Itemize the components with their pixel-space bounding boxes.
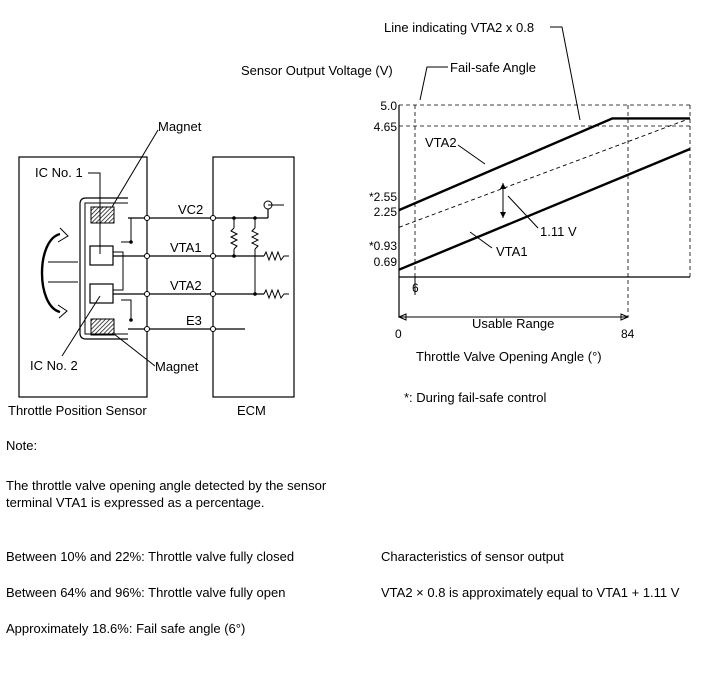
magnet-bottom-label: Magnet (155, 359, 199, 374)
series-line-vta1 (398, 147, 691, 271)
y-tick-label: 5.0 (380, 99, 397, 113)
chart-footnote: *: During fail-safe control (404, 390, 546, 405)
ic1-label: IC No. 1 (35, 165, 83, 180)
y-tick-label: 2.25 (374, 205, 398, 219)
e3-label: E3 (186, 313, 202, 328)
annotation-vta2-line: Line indicating VTA2 x 0.8 (384, 20, 534, 35)
annotation-failsafe: Fail-safe Angle (450, 60, 536, 75)
ic2-chip (89, 283, 114, 304)
sensor-box (18, 156, 148, 398)
annotation-usable-range: Usable Range (472, 316, 554, 331)
sensor-housing (79, 197, 128, 340)
x-tick-label: 84 (621, 327, 635, 341)
ecm-box (212, 156, 295, 398)
note-item: Approximately 18.6%: Fail safe angle (6°… (6, 621, 246, 636)
magnet-top-label: Magnet (158, 119, 202, 134)
rotation-arrow-icon (40, 232, 61, 314)
y-tick-label: *0.93 (369, 239, 397, 253)
magnet-bottom-block (90, 318, 115, 336)
vta2-label: VTA2 (170, 278, 202, 293)
characteristics-heading: Characteristics of sensor output (381, 549, 564, 564)
y-tick-label: *2.55 (369, 190, 397, 204)
note-item: Between 10% and 22%: Throttle valve full… (6, 549, 295, 564)
vta1-label: VTA1 (170, 240, 202, 255)
circuit-diagram: IC No. 1 IC No. 2 Magnet Magnet VC2 VTA1… (8, 119, 295, 418)
note-item: Between 64% and 96%: Throttle valve full… (6, 585, 286, 600)
sensor-output-chart: Sensor Output Voltage (V) Throttle Valve… (241, 20, 691, 405)
magnet-top-block (90, 206, 115, 224)
note-heading: Note: (6, 438, 38, 453)
x-tick-label: 0 (395, 327, 402, 341)
series-label-vta1: VTA1 (496, 244, 528, 259)
x-tick-label: 6 (412, 281, 419, 295)
annotation-offset: 1.11 V (540, 224, 577, 239)
y-tick-label: 4.65 (374, 120, 398, 134)
ecm-label: ECM (237, 403, 266, 418)
y-tick-labels: 5.0 4.65 *2.55 2.25 *0.93 0.69 (369, 99, 397, 269)
sensor-label: Throttle Position Sensor (8, 403, 147, 418)
series-line-vta2 (398, 117, 690, 212)
chart-ylabel: Sensor Output Voltage (V) (241, 63, 393, 78)
chart-xlabel: Throttle Valve Opening Angle (°) (416, 349, 602, 364)
vc2-node-ecm (210, 215, 216, 221)
characteristics-text: VTA2 × 0.8 is approximately equal to VTA… (381, 585, 680, 600)
series-line-vta2-x0-8 (398, 117, 691, 228)
x-tick-labels: 0 6 84 (395, 281, 635, 341)
ic2-label: IC No. 2 (30, 358, 78, 373)
vc2-label: VC2 (178, 202, 203, 217)
y-tick-label: 0.69 (374, 255, 398, 269)
ic1-chip (89, 245, 114, 266)
series-label-vta2: VTA2 (425, 135, 457, 150)
note-paragraph: The throttle valve opening angle detecte… (6, 478, 327, 510)
vc2-node-sensor (144, 215, 150, 221)
